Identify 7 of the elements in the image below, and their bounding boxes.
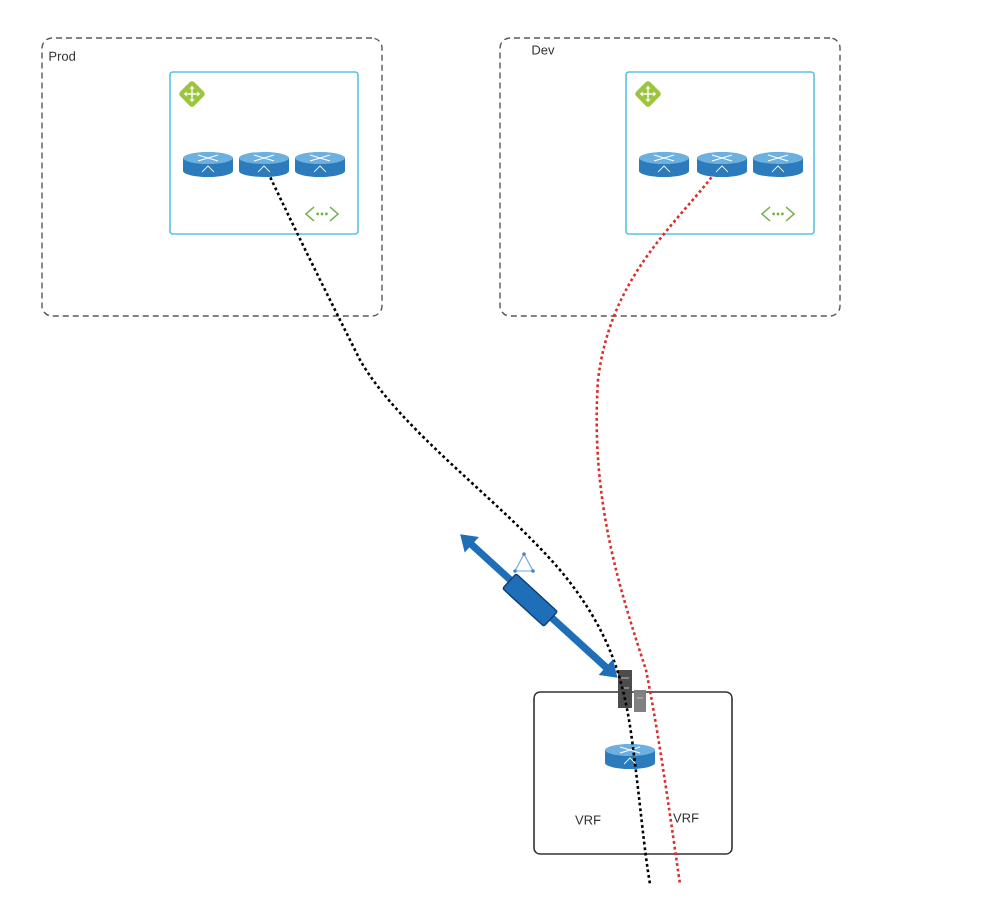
device-icon <box>618 670 646 712</box>
router-icon <box>697 152 747 177</box>
dotted-line <box>595 176 713 885</box>
dotted-line <box>269 176 652 885</box>
router-icon <box>239 152 289 177</box>
subnet-box <box>625 71 815 235</box>
subnet-box <box>169 71 359 235</box>
